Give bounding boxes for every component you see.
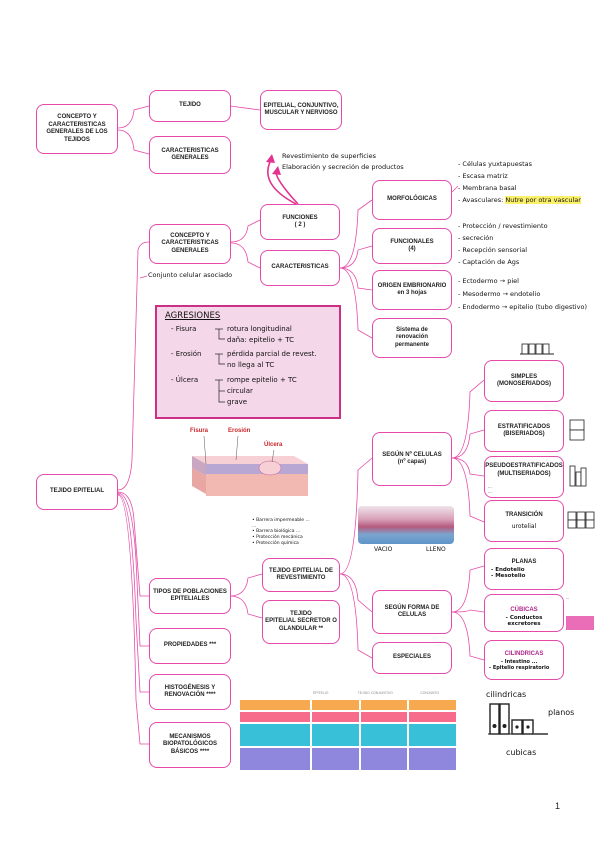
fisura-desc-2: daña: epitelio + TC <box>227 336 295 344</box>
concepto-caracteristicas-box: CONCEPTO Y CARACTERISTICAS GENERALES <box>149 224 231 264</box>
agresiones-title: AGRESIONES <box>165 311 221 321</box>
cubicas-side-image <box>566 616 594 630</box>
funciones-note-1: Revestimiento de superficies <box>282 152 377 160</box>
planas-notes: - Endotelio - Mesotelio <box>491 566 526 580</box>
func-note-2: - secreción <box>458 234 494 242</box>
lleno-label: LLENO <box>426 546 446 553</box>
page-number: 1 <box>555 801 561 811</box>
caracteristicas-box: CARACTERISTICAS <box>260 250 340 286</box>
pseudo-label: PSEUDOESTRATIFICADOS (MULTISERIADOS) <box>485 463 563 477</box>
pseudo-cells-icon <box>569 465 587 487</box>
cubicas-box: CÚBICAS - Conductos excretores <box>484 594 564 632</box>
cubicas-side-note: ... <box>566 596 570 600</box>
cilindricas-notes: - Intestino ... - Epitelio respiratorio <box>489 658 550 671</box>
caracteristicas-generales-box: CARACTERISTICAS GENERALES <box>149 136 231 174</box>
tipos-tejido-box: EPITELIAL, CONJUNTIVO, MUSCULAR Y NERVIO… <box>260 90 342 130</box>
morf-note-4: - Avasculares: Nutre por otra vascular <box>458 196 581 204</box>
ulcera-desc-1: rompe epitelio + TC <box>227 376 297 384</box>
tejido-epitelial-box: TEJIDO EPITELIAL <box>36 474 118 510</box>
planos-drawing-label: planos <box>548 708 575 717</box>
revestimiento-notes: • Barrera impermeable ... ... • Barrera … <box>252 518 310 546</box>
ulcera-desc-2: circular <box>227 387 253 395</box>
tejido-box: TEJIDO <box>149 90 231 122</box>
simples-cells-icon <box>520 343 554 355</box>
cilindricas-box: CILINDRICAS - Intestino ... - Epitelio r… <box>484 640 564 680</box>
orig-note-3: - Endodermo → epitelio (tubo digestivo) <box>458 303 587 311</box>
table-row <box>240 724 458 746</box>
ulcera-fig-label: Úlcera <box>264 442 283 448</box>
morf-note-3: - Membrana basal <box>458 184 517 192</box>
cell-shapes-drawing <box>488 703 548 735</box>
conjunto-note: Conjunto celular asociado <box>148 271 233 279</box>
func-note-3: - Recepción sensorial <box>458 246 528 254</box>
simples-box: SIMPLES (MONOSERIADOS) <box>484 360 564 402</box>
ulcera-label: - Úlcera <box>171 376 199 384</box>
summary-table: EPITELIO TEJIDO CONJUNTIVO CONJUNTO <box>240 688 458 772</box>
func-note-1: - Protección / revestimiento <box>458 222 548 230</box>
erosion-fig-label: Erosión <box>228 428 251 434</box>
histology-image <box>358 506 454 544</box>
histogenesis-box: HISTOGÉNESIS Y RENOVACIÓN **** <box>149 674 231 710</box>
pseudo-note: ... ... <box>488 484 492 494</box>
sistema-renovacion-box: Sistema de renovación permanente <box>372 318 452 358</box>
mecanismos-box: MECANISMOS BIOPATOLÓGICOS BÁSICOS **** <box>149 722 231 768</box>
table-header-epitelio: EPITELIO <box>313 691 329 695</box>
agresiones-brackets <box>215 328 225 403</box>
concept-general-box: CONCEPTO Y CARACTERISTICAS GENERALES DE … <box>36 104 118 154</box>
erosion-desc-1: pérdida parcial de revest. <box>227 350 317 358</box>
funcionales-box: FUNCIONALES (4) <box>372 228 452 264</box>
table-row <box>240 712 458 722</box>
tipos-poblaciones-box: TIPOS DE POBLACIONES EPITELIALES <box>149 578 231 614</box>
revestimiento-box: TEJIDO EPITELIAL DE REVESTIMIENTO <box>262 558 340 592</box>
ulcera-desc-3: grave <box>227 398 248 406</box>
cubicas-notes: - Conductos excretores <box>505 614 543 628</box>
table-header-conjuntivo: TEJIDO CONJUNTIVO <box>357 691 393 695</box>
transicion-box: TRANSICIÓN urotelial <box>484 500 564 542</box>
estratificados-cells-icon <box>569 419 585 441</box>
secretor-box: TEJIDO EPITELIAL SECRETOR O GLANDULAR ** <box>262 600 340 644</box>
erosion-desc-2: no llega al TC <box>227 361 275 369</box>
fisura-desc-1: rotura longitudinal <box>227 325 292 333</box>
origen-embrionario-box: ORIGEN EMBRIONARIO en 3 hojas <box>372 270 452 310</box>
func-note-4: - Captación de Ags <box>458 258 520 266</box>
fisura-fig-label: Fisura <box>190 428 209 434</box>
vacio-label: VACIO <box>374 546 393 553</box>
cilindricas-drawing-label: cilindricas <box>486 690 527 699</box>
agresiones-panel: AGRESIONES - Fisura rotura longitudinal … <box>155 305 341 419</box>
transicion-note: urotelial <box>511 522 537 530</box>
especiales-box: ESPECIALES <box>372 642 452 674</box>
morf-note-1: - Células yuxtapuestas <box>458 160 533 168</box>
estratificados-box: ESTRATIFICADOS (BISERIADOS) <box>484 410 564 452</box>
propiedades-box: PROPIEDADES *** <box>149 628 231 664</box>
morf-note-4-text: - Avasculares: <box>458 196 504 204</box>
orig-note-1: - Ectodermo → piel <box>458 277 519 285</box>
lesion-figure: Fisura Erosión Úlcera <box>190 428 310 498</box>
lesion-drawing <box>192 435 308 496</box>
cilindricas-label: CILINDRICAS <box>504 651 544 657</box>
planas-label: PLANAS <box>511 559 537 565</box>
funciones-note-2: Elaboración y secreción de productos <box>282 163 404 171</box>
morfologicas-box: MORFOLÓGICAS <box>372 180 452 220</box>
table-header-conjunto: CONJUNTO <box>420 691 440 695</box>
pseudoestratificados-box: PSEUDOESTRATIFICADOS (MULTISERIADOS) <box>484 456 564 498</box>
erosion-label: - Erosión <box>171 350 202 358</box>
funciones-box: FUNCIONES ( 2 ) <box>260 204 340 240</box>
planas-box: PLANAS - Endotelio - Mesotelio <box>484 548 564 590</box>
transicion-cells-icon <box>567 511 595 529</box>
orig-note-2: - Mesodermo → endotelio <box>458 290 541 298</box>
morf-note-4-highlight: Nutre por otra vascular <box>505 196 581 204</box>
fisura-label: - Fisura <box>171 325 197 333</box>
segun-celulas-box: SEGÚN Nº CELULAS (nº capas) <box>372 432 452 486</box>
cubicas-label: CÚBICAS <box>510 607 538 613</box>
segun-forma-box: SEGÚN FORMA DE CELULAS <box>372 590 452 634</box>
table-row <box>240 700 458 710</box>
morf-note-2: - Escasa matriz <box>458 172 508 180</box>
table-row <box>240 748 458 770</box>
cubicas-drawing-label: cubicas <box>506 748 537 757</box>
transicion-label: TRANSICIÓN <box>505 512 543 518</box>
